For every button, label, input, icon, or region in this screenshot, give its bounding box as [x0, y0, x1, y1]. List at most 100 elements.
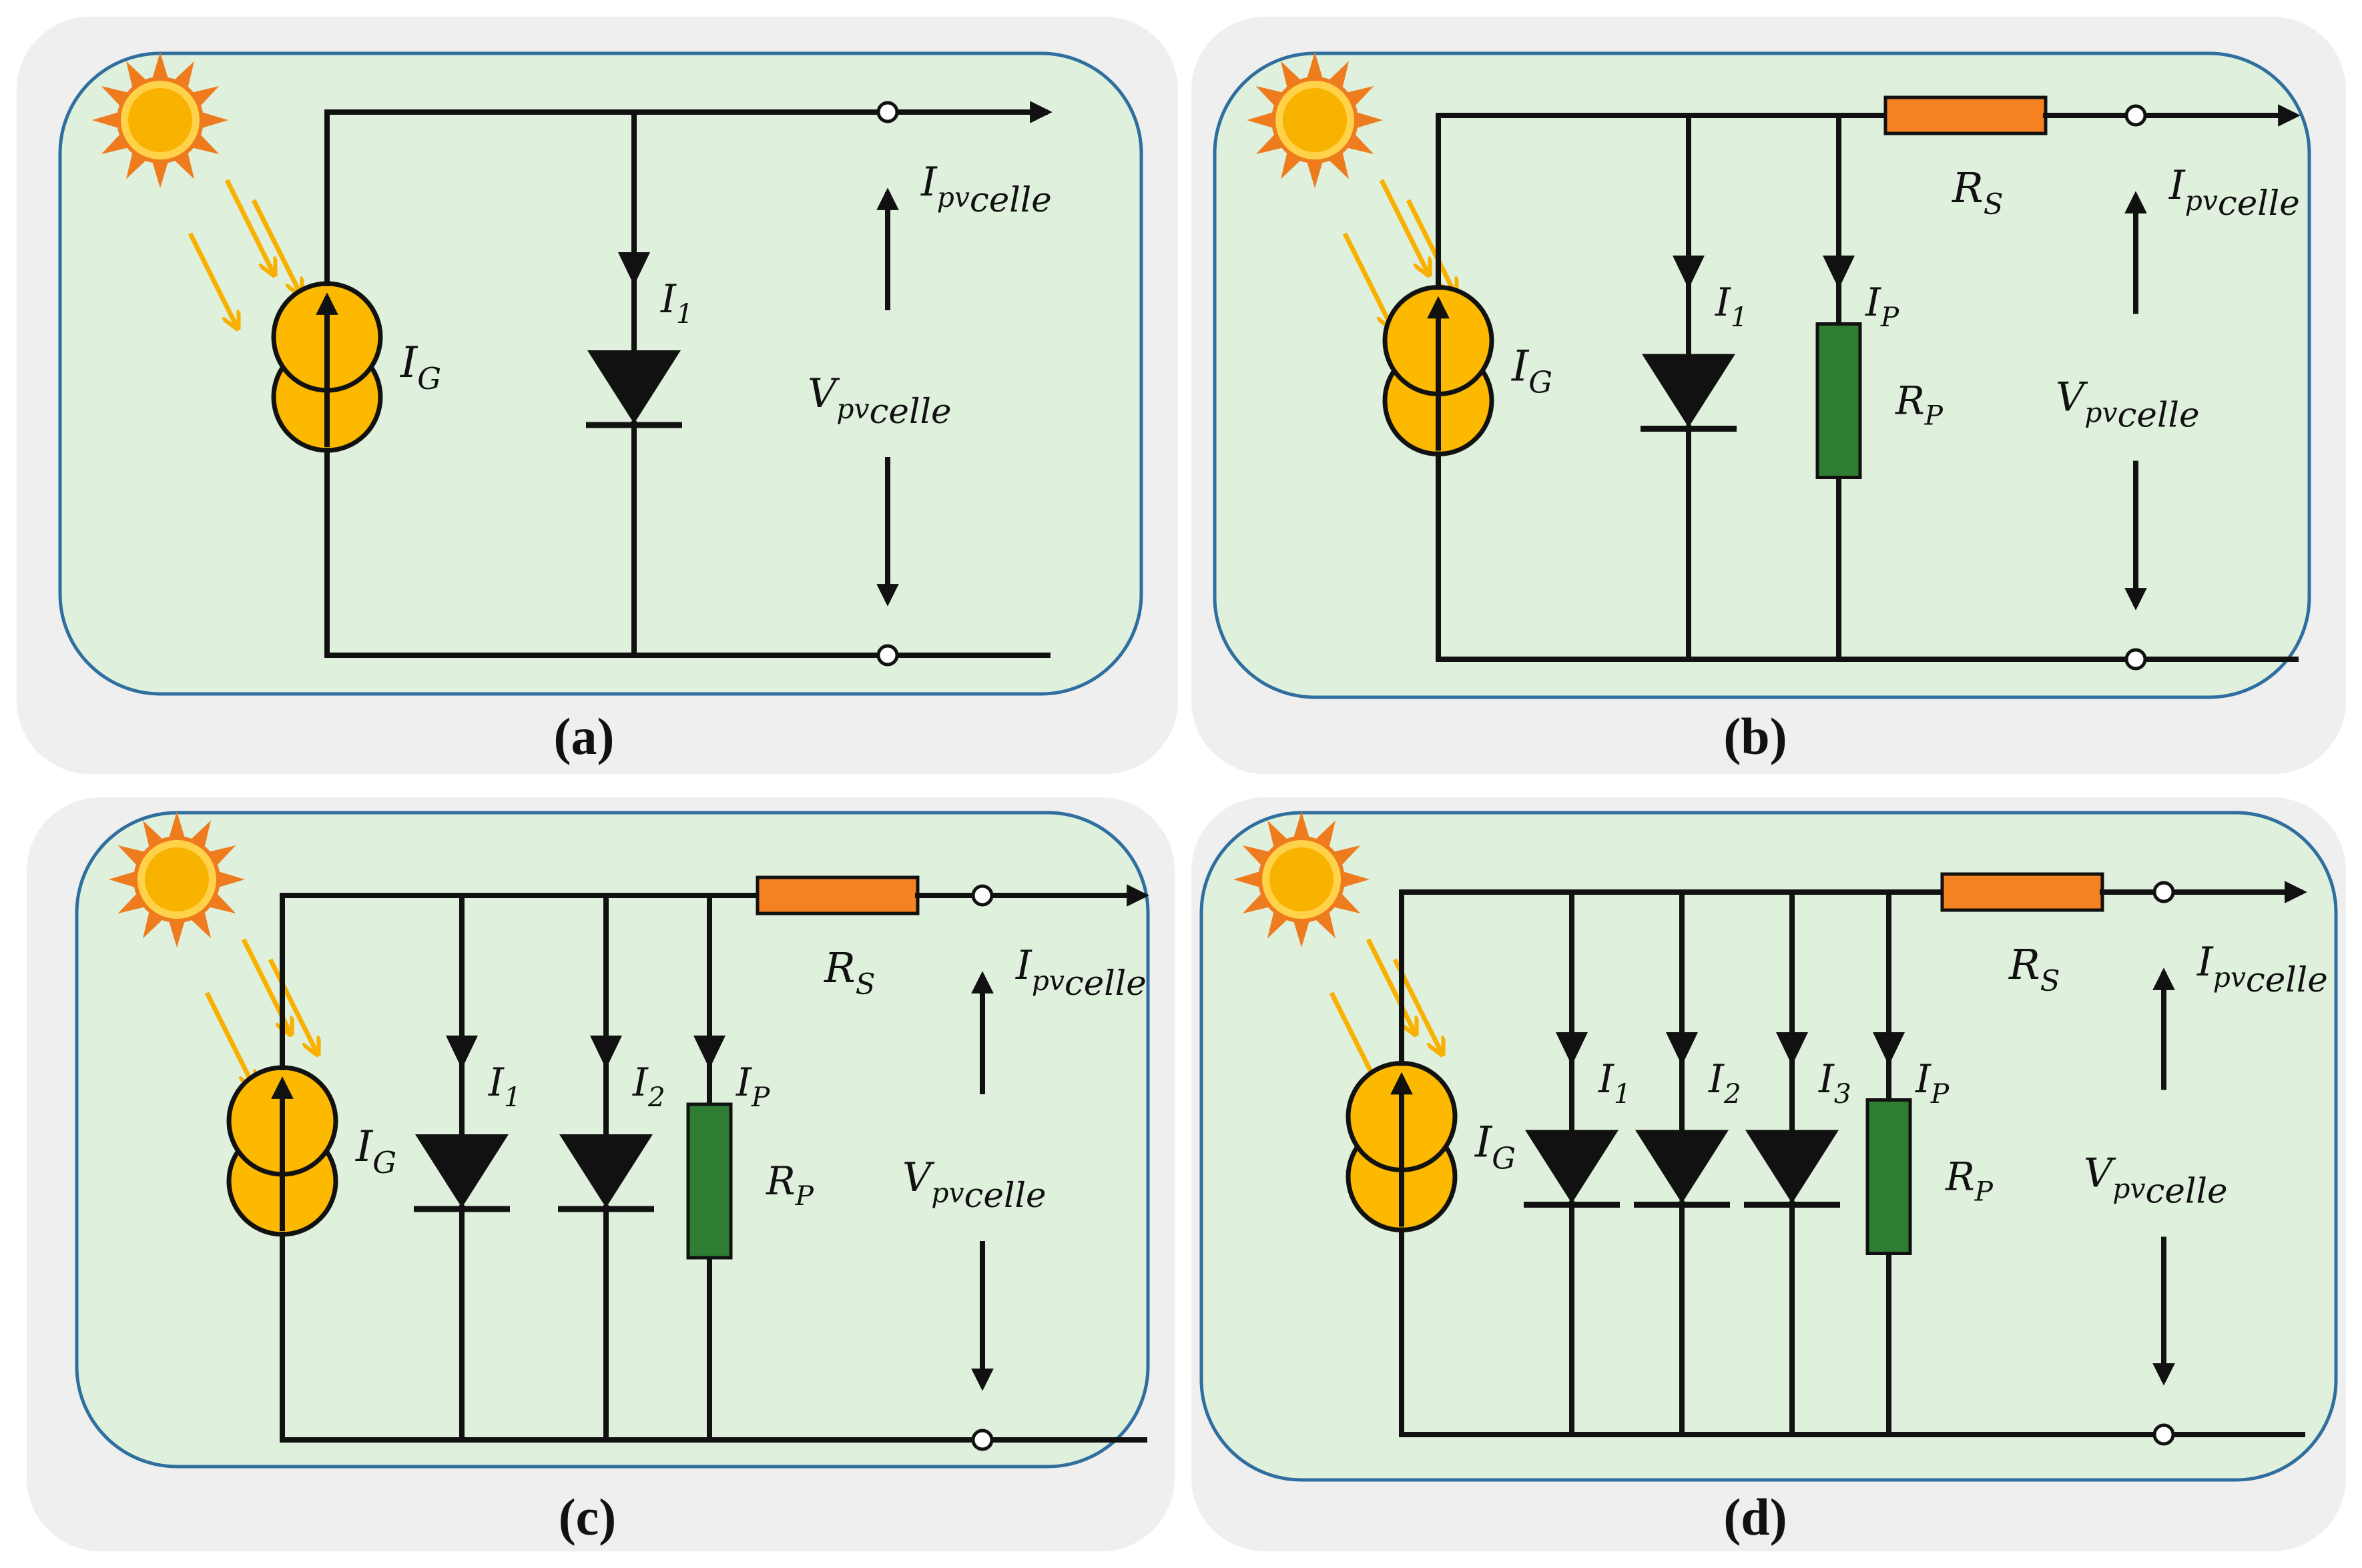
output-current-label: Ipvcelle — [2168, 162, 2300, 224]
diode-triangle — [1525, 1130, 1618, 1204]
shunt-resistor-label: RP — [1895, 378, 1944, 432]
light-arrow-icon — [224, 179, 274, 274]
terminal-icon — [971, 1429, 994, 1451]
voltage-label-sub: pv — [2084, 396, 2117, 428]
terminal-icon — [2124, 104, 2147, 127]
shunt-branch: IP RP — [1815, 113, 1944, 662]
diode-triangle — [415, 1134, 509, 1208]
light-arrow-icon — [188, 232, 237, 327]
sun-ray — [1306, 52, 1323, 80]
light-arrow-icon — [1406, 199, 1455, 294]
output-current-label-main: I — [2196, 939, 2214, 986]
sun-ray — [1355, 111, 1383, 129]
terminal-icon — [876, 644, 899, 667]
sun-ray — [217, 871, 245, 888]
source-current-label: IG — [1511, 342, 1552, 400]
voltage-label-main: V — [2056, 374, 2088, 421]
diode-triangle — [1635, 1130, 1729, 1204]
output-current-label: Ipvcelle — [920, 159, 1052, 220]
shunt-resistor-label: RP — [1945, 1154, 1994, 1208]
current-source-icon — [226, 1065, 338, 1237]
sun-ray — [92, 111, 120, 129]
sun-ray — [1233, 871, 1261, 888]
shunt-resistor-label: RP — [766, 1158, 814, 1212]
output-current-label-sub: pv — [1032, 965, 1065, 997]
sun-ray — [1293, 811, 1310, 839]
output-current-label-sub2: celle — [1065, 963, 1147, 1004]
diode-icon: I1 — [414, 893, 521, 1443]
panel-caption: (c) — [559, 1488, 617, 1546]
diode-current-label: I1 — [1715, 280, 1748, 333]
diode-triangle — [587, 350, 681, 424]
current-arrowhead — [1776, 1032, 1808, 1066]
sun-core — [128, 88, 192, 152]
sun-ray — [152, 52, 169, 80]
sun-ray — [109, 871, 137, 888]
current-arrowhead — [1823, 256, 1855, 289]
sun-core — [1269, 847, 1334, 911]
voltage-label: Vpvcelle — [902, 1154, 1046, 1216]
current-arrowhead — [1673, 256, 1705, 289]
diode-current-label: I3 — [1818, 1056, 1851, 1110]
current-source-icon — [1346, 1061, 1458, 1232]
current-arrowhead — [590, 1036, 622, 1069]
voltage-label-sub: pv — [931, 1177, 964, 1209]
panel-background — [1213, 51, 2311, 699]
voltage-label: Vpvcelle — [2084, 1150, 2227, 1212]
resistor-icon — [756, 875, 920, 915]
diode-triangle — [1745, 1130, 1839, 1204]
light-arrow-icon — [204, 992, 254, 1086]
voltage-label-main: V — [808, 370, 840, 417]
resistor-icon — [1940, 872, 2104, 912]
current-arrowhead — [1873, 1032, 1905, 1066]
diode-icon: I1 — [586, 109, 693, 658]
output-current-label-main: I — [920, 159, 938, 206]
diode-icon: I2 — [1634, 889, 1741, 1437]
current-arrowhead — [446, 1036, 478, 1069]
voltage-label: Vpvcelle — [808, 370, 951, 432]
voltage-label-sub2: celle — [964, 1176, 1047, 1216]
voltage-label-sub: pv — [2112, 1172, 2145, 1204]
diode-current-label: I2 — [632, 1060, 665, 1113]
voltage-label-sub2: celle — [2118, 396, 2200, 436]
light-arrow-icon — [1379, 179, 1428, 274]
series-resistor-label: RS — [1952, 163, 2003, 221]
diode-icon: I1 — [1641, 113, 1748, 662]
output-current-label-sub2: celle — [2246, 960, 2328, 1000]
sun-core — [1283, 88, 1347, 152]
panel-caption: (a) — [554, 707, 615, 765]
voltage-label-sub: pv — [836, 393, 869, 425]
light-arrow-icon — [1342, 232, 1392, 327]
diode-triangle — [1642, 354, 1735, 428]
shunt-current-label: IP — [1865, 280, 1899, 333]
diode-triangle — [559, 1134, 653, 1208]
sun-icon — [109, 811, 245, 947]
sun-ray — [152, 160, 169, 188]
output-current-label-sub: pv — [2185, 185, 2218, 217]
light-arrow-icon — [268, 958, 317, 1053]
output-current-label: Ipvcelle — [1015, 942, 1147, 1004]
voltage-label: Vpvcelle — [2056, 374, 2199, 436]
current-arrowhead — [693, 1036, 725, 1069]
output-current-label-sub2: celle — [2218, 183, 2300, 224]
resistor-icon — [1815, 322, 1862, 479]
voltage-label-sub2: celle — [870, 392, 952, 432]
terminal-icon — [2124, 648, 2147, 671]
sun-icon — [1247, 52, 1383, 188]
resistor-icon — [1865, 1098, 1912, 1255]
panel-caption: (d) — [1723, 1488, 1787, 1546]
sun-core — [145, 847, 209, 911]
light-arrow-icon — [1366, 938, 1415, 1033]
voltage-label-sub2: celle — [2146, 1172, 2228, 1212]
current-source-icon — [1382, 285, 1494, 456]
voltage-label-main: V — [902, 1154, 935, 1201]
terminal-icon — [2152, 881, 2175, 903]
current-source-icon — [271, 281, 383, 453]
diode-icon: I2 — [558, 893, 665, 1443]
sun-ray — [200, 111, 228, 129]
voltage-label-main: V — [2084, 1150, 2116, 1197]
